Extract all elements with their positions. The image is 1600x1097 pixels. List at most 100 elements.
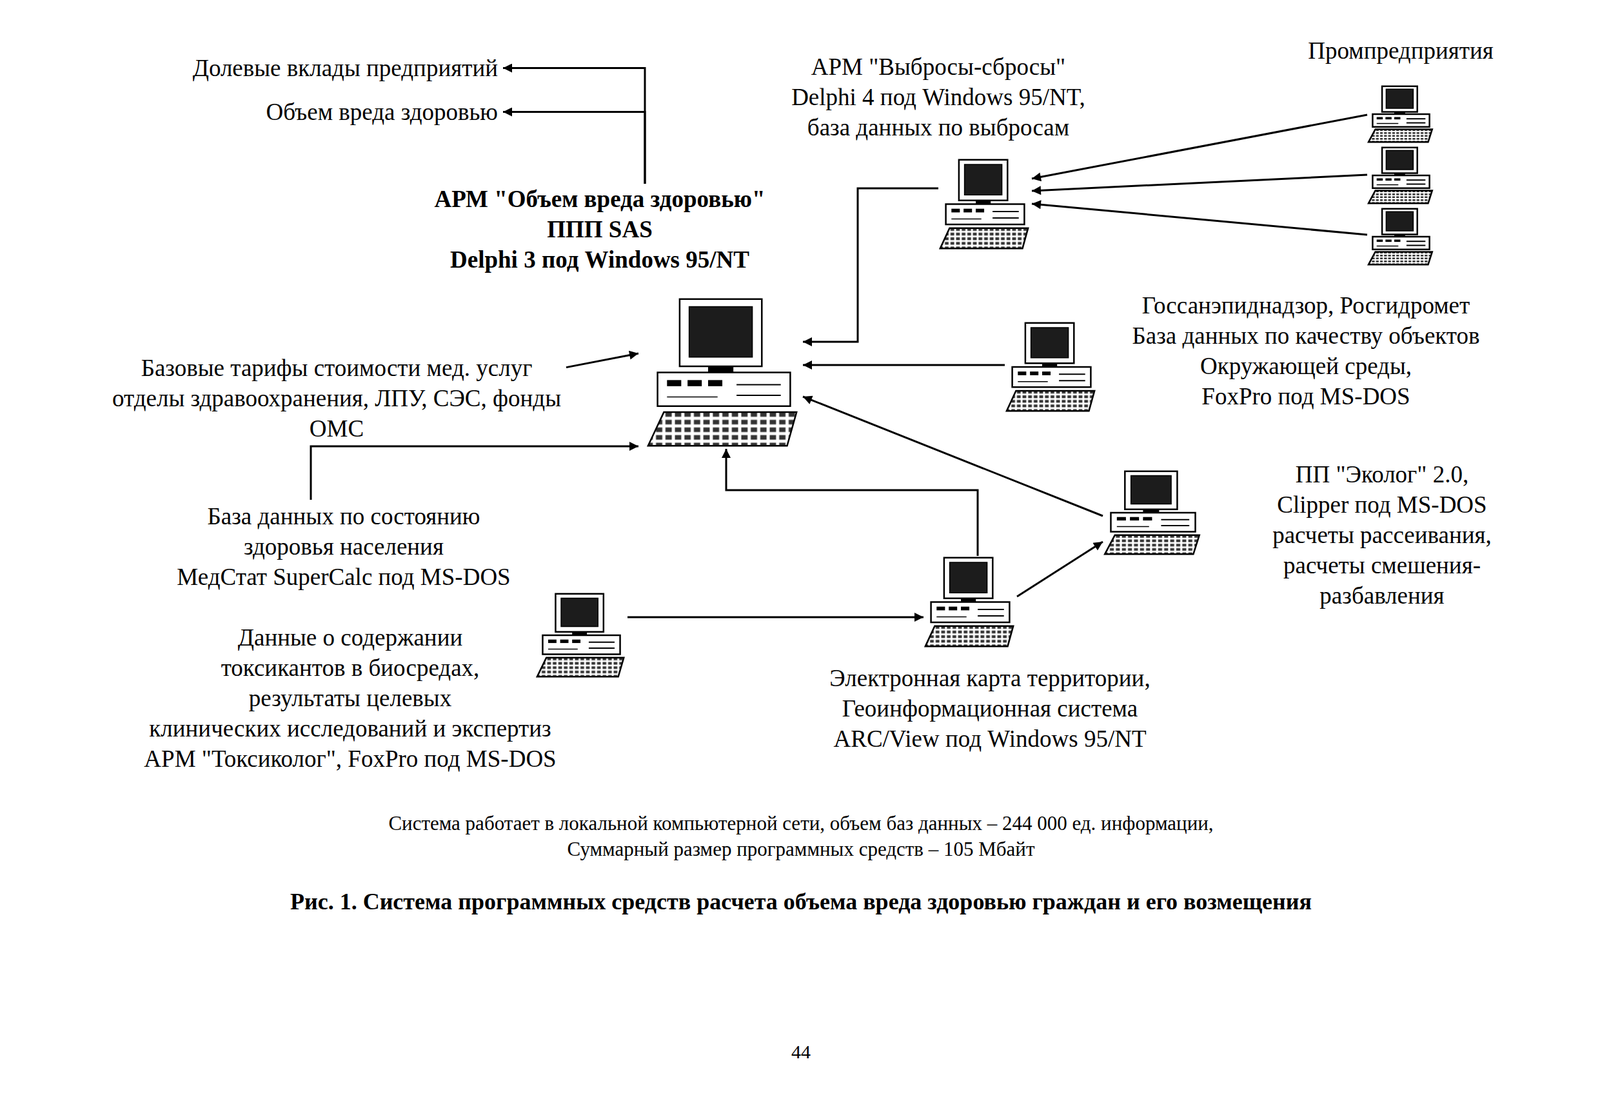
computer-part bbox=[948, 606, 958, 611]
workstation: АРМ "Объем вреда здоровью" ППП SAS Delph… bbox=[638, 183, 803, 449]
computer-part bbox=[1385, 117, 1392, 120]
text-line: Clipper под MS-DOS bbox=[1272, 489, 1492, 520]
text-line: Объем вреда здоровью bbox=[265, 96, 498, 128]
computer-part bbox=[1025, 323, 1074, 364]
connector-line bbox=[1031, 114, 1368, 179]
node-text: АРМ "Выбросы-сбросы" Delphi 4 под Window… bbox=[791, 51, 1086, 143]
computer-part bbox=[666, 396, 718, 398]
node-text: Электронная карта территории, Геоинформа… bbox=[829, 662, 1150, 754]
computer-part bbox=[1372, 236, 1430, 250]
computer-part bbox=[1029, 371, 1039, 376]
computer-part bbox=[940, 228, 1028, 249]
computer-part bbox=[1385, 150, 1413, 170]
computer-part bbox=[1382, 86, 1418, 113]
text-node: Объем вреда здоровью bbox=[260, 95, 504, 129]
computer-part bbox=[1017, 371, 1027, 376]
text-line: ARC/View под Windows 95/NT bbox=[829, 723, 1150, 754]
computer-part bbox=[1382, 147, 1418, 174]
computer-part bbox=[572, 639, 581, 643]
computer-part bbox=[1372, 175, 1430, 189]
computer-part bbox=[1372, 114, 1430, 128]
computer-part bbox=[1116, 517, 1126, 521]
computer-part bbox=[1368, 128, 1433, 142]
connector bbox=[802, 188, 939, 342]
computer-part bbox=[1142, 517, 1152, 521]
text-line: ПП "Эколог" 2.0, bbox=[1272, 459, 1492, 490]
computer-part bbox=[1406, 245, 1426, 247]
computer-part bbox=[537, 657, 624, 677]
workstation: Электронная карта территории, Геоинформа… bbox=[923, 555, 1018, 649]
connector bbox=[726, 448, 978, 556]
text-line: АРМ "Токсиколог", FoxPro под MS-DOS bbox=[143, 743, 556, 774]
text-line: Электронная карта территории, bbox=[829, 662, 1150, 694]
text-line: Данные о содержании bbox=[143, 622, 556, 653]
computer-icon bbox=[923, 555, 1018, 649]
text-line: клинических исследований и экспертиз bbox=[143, 713, 556, 744]
connector-line bbox=[802, 396, 1103, 516]
text-node: Базовые тарифы стоимости мед. услуг отде… bbox=[107, 351, 567, 445]
computer-part bbox=[946, 204, 1025, 225]
computer-part bbox=[964, 164, 1003, 195]
text-line: база данных по выбросам bbox=[791, 112, 1086, 143]
node-text: АРМ "Объем вреда здоровью" ППП SAS Delph… bbox=[434, 183, 765, 275]
text-line: результаты целевых bbox=[143, 682, 556, 714]
connector bbox=[802, 365, 1005, 366]
computer-part bbox=[944, 557, 993, 599]
connector bbox=[802, 396, 1103, 516]
text-line: Долевые вклады предприятий bbox=[192, 52, 498, 84]
connector-line bbox=[1017, 541, 1103, 597]
computer-part bbox=[561, 597, 598, 627]
page-number: 44 bbox=[791, 1039, 811, 1065]
computer-part bbox=[925, 626, 1014, 647]
computer-part bbox=[977, 615, 1005, 617]
computer-part bbox=[1385, 239, 1392, 243]
connector-line bbox=[802, 364, 1005, 367]
connector-line bbox=[1031, 174, 1368, 191]
text-line: разбавления bbox=[1272, 580, 1492, 611]
connector-line bbox=[802, 188, 939, 342]
text-line: Окружающей среды, bbox=[1132, 350, 1481, 382]
computer-part bbox=[1376, 245, 1399, 247]
text-line: Геоинформационная система bbox=[829, 693, 1150, 724]
text-line: расчеты смешения- bbox=[1272, 550, 1492, 581]
text-line: Промпредприятия bbox=[1307, 35, 1494, 66]
computer-icon bbox=[938, 158, 1032, 251]
computer-part bbox=[736, 394, 781, 396]
connector bbox=[627, 617, 924, 618]
computer-part bbox=[992, 210, 1019, 213]
computer-part bbox=[1406, 118, 1426, 120]
connector bbox=[503, 112, 645, 185]
text-line: АРМ "Объем вреда здоровью" bbox=[434, 183, 765, 215]
computer-part bbox=[1160, 519, 1190, 521]
node-text: Госсанэпиднадзор, Росгидромет База данны… bbox=[1132, 290, 1481, 412]
computer-part bbox=[949, 562, 988, 593]
node-text: ПП "Эколог" 2.0, Clipper под MS-DOS расч… bbox=[1272, 459, 1492, 611]
computer-part bbox=[951, 218, 981, 220]
text-line: Госсанэпиднадзор, Росгидромет bbox=[1132, 290, 1481, 321]
computer-part bbox=[1406, 183, 1426, 186]
text-line: ОМС bbox=[112, 413, 562, 444]
computer-part bbox=[1406, 179, 1426, 181]
computer-part bbox=[1058, 373, 1086, 375]
text-line: здоровья населения bbox=[176, 531, 511, 562]
text-line: База данных по качеству объектов bbox=[1132, 320, 1481, 351]
computer-part bbox=[679, 299, 762, 367]
node-text: Долевые вклады предприятий bbox=[192, 52, 498, 84]
connector-line bbox=[566, 353, 639, 368]
computer-part bbox=[1385, 178, 1392, 182]
computer-part bbox=[1376, 123, 1399, 125]
computer-part bbox=[1131, 475, 1172, 504]
connector-line bbox=[503, 68, 645, 185]
computer-part bbox=[1058, 379, 1086, 382]
connector-line bbox=[627, 616, 924, 619]
computer-part bbox=[588, 647, 615, 649]
computer-part bbox=[736, 383, 781, 386]
computer-part bbox=[992, 217, 1019, 219]
computer-icon bbox=[644, 296, 803, 449]
text-line: отделы здравоохранения, ЛПУ, СЭС, фонды bbox=[112, 383, 562, 414]
figure-caption: Рис. 1. Система программных средств расч… bbox=[290, 887, 1312, 916]
node-text: База данных по состоянию здоровья населе… bbox=[176, 501, 511, 593]
connector bbox=[1017, 541, 1103, 597]
